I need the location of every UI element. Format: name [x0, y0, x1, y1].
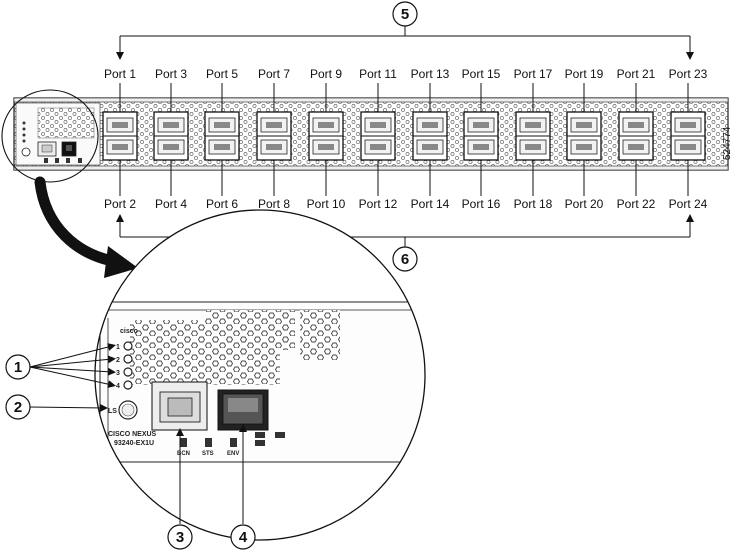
callout-number-5: 5	[401, 6, 409, 23]
ls-label: LS	[108, 408, 117, 415]
port-label-bottom: Port 22	[617, 197, 656, 211]
callout-6-circle	[392, 246, 418, 272]
port-cage-pair	[412, 111, 448, 161]
zoom-arrow	[34, 176, 138, 278]
callout-number-4: 4	[239, 529, 248, 546]
port-label-top: Port 1	[104, 67, 136, 81]
callout-6-bracket	[116, 214, 694, 272]
port-label-top: Port 13	[411, 67, 450, 81]
port-label-top: Port 21	[617, 67, 656, 81]
port-label-bottom: Port 20	[565, 197, 604, 211]
zoom-source-ellipse	[1, 89, 99, 183]
port-label-bottom: Port 16	[462, 197, 501, 211]
port-labels-top: Port 1 Port 3 Port 5 Port 7 Port 9 Port 11 Por…	[104, 67, 708, 81]
port-cage-pair	[463, 111, 499, 161]
port-cage-pair	[618, 111, 654, 161]
led-label-4: 4	[116, 383, 120, 390]
port-label-bottom: Port 2	[104, 197, 136, 211]
led-label-1: 1	[116, 344, 120, 351]
callout-number-1: 1	[14, 359, 22, 376]
callout-4	[230, 424, 256, 550]
port-label-bottom: Port 10	[307, 197, 346, 211]
port-cage-pair	[670, 111, 706, 161]
port-label-bottom: Port 4	[155, 197, 187, 211]
led-label-3: 3	[116, 370, 120, 377]
callout-number-2: 2	[14, 399, 22, 416]
port-label-top: Port 23	[669, 67, 708, 81]
detail-brand: cisco	[120, 328, 138, 335]
port-cage-pair	[204, 111, 240, 161]
port-leader-lines	[119, 83, 689, 196]
port-cage-pair	[515, 111, 551, 161]
callout-1	[5, 343, 116, 389]
port-cage-pair	[360, 111, 396, 161]
port-cage-pair	[256, 111, 292, 161]
callout-5-bracket	[116, 1, 694, 60]
led-label-2: 2	[116, 357, 120, 364]
detail-view: cisco 1 2 3 4 LS CISCO NEXUS 93240-EX1U …	[94, 209, 426, 541]
callout-3	[167, 428, 193, 550]
port-label-top: Port 11	[359, 67, 397, 81]
port-label-bottom: Port 14	[411, 197, 450, 211]
port-label-top: Port 19	[565, 67, 604, 81]
port-label-bottom: Port 24	[669, 197, 708, 211]
port-labels-bottom: Port 2 Port 4 Port 6 Port 8 Port 10 Port 12 Po…	[104, 197, 708, 211]
model-line-1: CISCO NEXUS	[108, 431, 157, 438]
port-label-top: Port 17	[514, 67, 553, 81]
port-cage-pair	[566, 111, 602, 161]
callout-number-3: 3	[176, 529, 184, 546]
port-label-bottom: Port 12	[359, 197, 398, 211]
port-label-top: Port 3	[155, 67, 187, 81]
port-cage-pair	[308, 111, 344, 161]
port-label-bottom: Port 18	[514, 197, 553, 211]
port-label-bottom: Port 6	[206, 197, 238, 211]
qsfp-port-cages	[102, 111, 706, 161]
callout-number-6: 6	[401, 251, 409, 268]
port-label-top: Port 5	[206, 67, 238, 81]
port-label-bottom: Port 8	[258, 197, 290, 211]
figure-number: 524774	[722, 126, 733, 160]
port-cage-pair	[102, 111, 138, 161]
rj45-sub-label-sts: STS	[202, 451, 214, 457]
callout-2	[5, 394, 108, 420]
rj45-sub-label-bcn: BCN	[177, 451, 190, 457]
port-cage-pair	[153, 111, 189, 161]
port-label-top: Port 15	[462, 67, 501, 81]
callout-5-circle	[392, 1, 418, 27]
port-label-top: Port 7	[258, 67, 290, 81]
port-label-top: Port 9	[310, 67, 342, 81]
rj45-sub-label-env: ENV	[227, 451, 239, 457]
model-line-2: 93240-EX1U	[114, 440, 154, 447]
